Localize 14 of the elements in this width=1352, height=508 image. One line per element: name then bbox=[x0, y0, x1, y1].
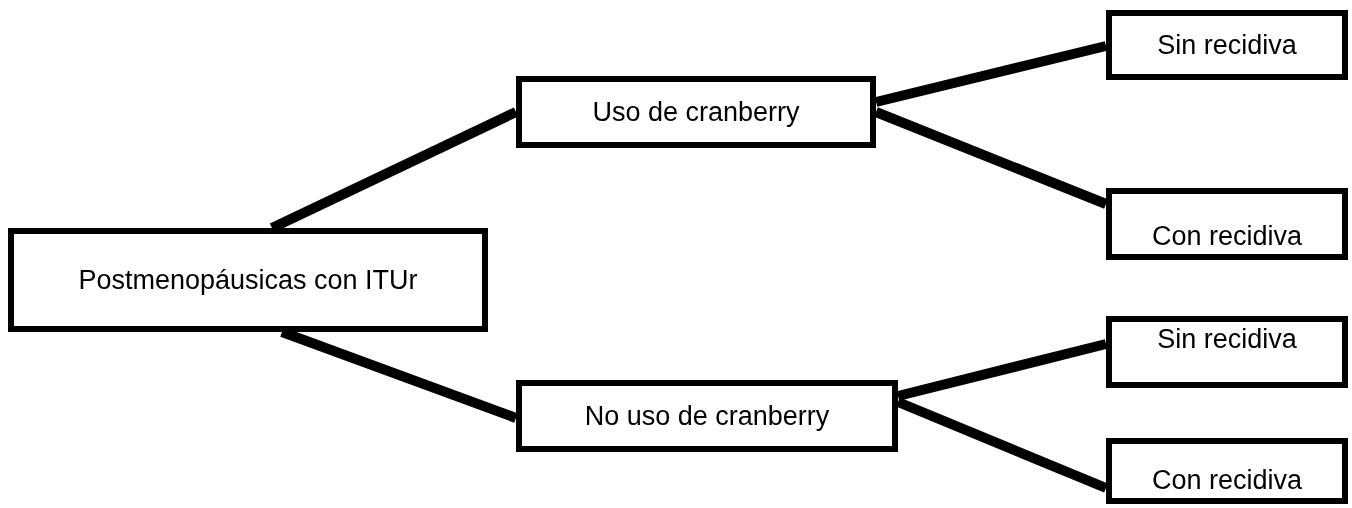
tree-box bbox=[1106, 316, 1348, 388]
tree-box bbox=[516, 380, 898, 452]
tree-box bbox=[516, 76, 876, 148]
box-label: Sin recidiva bbox=[1157, 323, 1297, 356]
box-label: Con recidiva bbox=[1151, 464, 1303, 497]
box-label: No uso de cranberry bbox=[584, 399, 830, 433]
tree-box bbox=[1106, 188, 1348, 260]
box-label: Postmenopáusicas con ITUr bbox=[78, 263, 418, 297]
box-label: Sin recidiva bbox=[1157, 28, 1297, 62]
tree-box bbox=[8, 228, 488, 332]
tree-box bbox=[1106, 438, 1348, 504]
box-label: Uso de cranberry bbox=[592, 95, 800, 129]
tree-box bbox=[1106, 10, 1348, 80]
box-label: Con recidiva bbox=[1151, 220, 1303, 253]
